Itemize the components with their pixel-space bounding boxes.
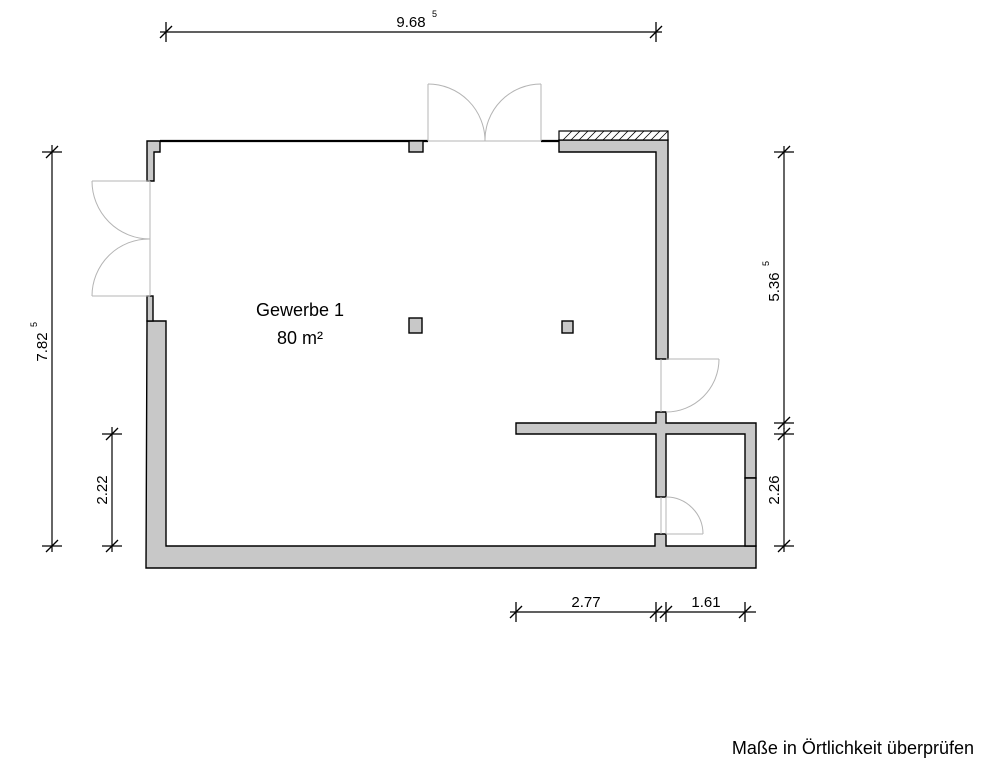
dimension-right-upper-sup: 5: [761, 261, 771, 266]
dimension-left-lower-label: 2.22: [94, 475, 111, 504]
dimension-left-height-sup: 5: [29, 322, 39, 327]
dimension-top-width-label: 9.68: [396, 14, 425, 31]
column-left: [408, 317, 423, 334]
wall-right-upper: [558, 139, 669, 360]
dimension-left-height-label: 7.82: [34, 332, 51, 361]
room-name: Gewerbe 1: [256, 300, 344, 320]
dimension-bottom-left-label: 2.77: [571, 594, 600, 611]
dimension-right-upper: 5.36 5: [761, 145, 794, 430]
wall-corner-top-left: [146, 140, 161, 182]
door-right-upper: [660, 358, 720, 413]
wall-right-lower: [744, 477, 757, 547]
hatch-lines: [562, 130, 669, 141]
dimension-right-lower-label: 2.26: [766, 475, 783, 504]
dimension-bottom-left: 2.77: [509, 594, 663, 622]
dimension-left-height: 7.82 5: [29, 145, 62, 553]
dimension-top-width-sup: 5: [432, 9, 437, 19]
note-check-dimensions: Maße in Örtlichkeit überprüfen: [731, 738, 974, 758]
dimension-bottom-right: 1.61: [659, 594, 756, 622]
door-top-double: [427, 83, 542, 142]
column-right: [561, 320, 574, 334]
wall-right-middle: [515, 411, 757, 498]
dimension-top-width: 9.68 5: [159, 9, 663, 42]
wall-left-pier: [146, 295, 154, 322]
dimension-right-lower: 2.26: [766, 427, 794, 553]
walls: [145, 130, 757, 569]
door-right-lower: [660, 496, 704, 535]
wall-ledge-hatched: [558, 130, 669, 141]
dimension-bottom-right-label: 1.61: [691, 594, 720, 611]
dimension-left-lower: 2.22: [94, 427, 122, 553]
door-left-double: [91, 180, 151, 297]
room-area: 80 m²: [277, 328, 323, 348]
wall-top-pier: [408, 140, 424, 153]
dimension-right-upper-label: 5.36: [766, 272, 783, 301]
doors: [91, 83, 720, 535]
